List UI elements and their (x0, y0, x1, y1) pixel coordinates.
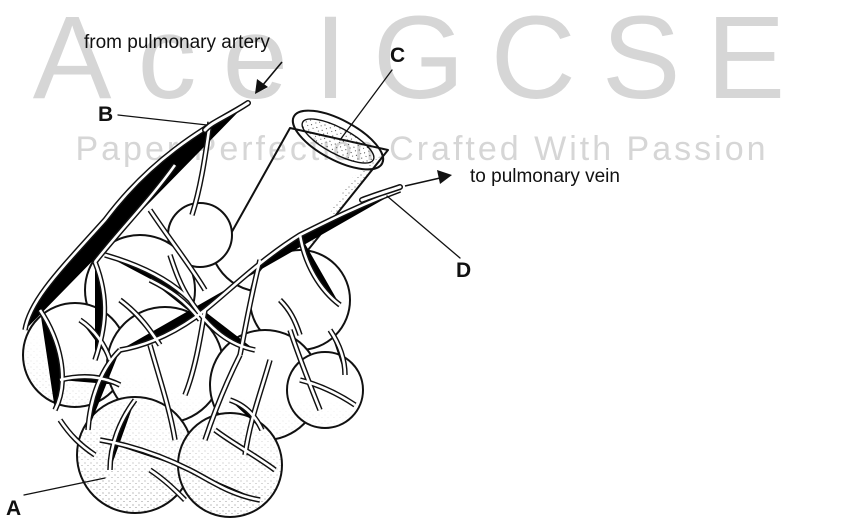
label-c: C (390, 44, 405, 67)
leader-line-d (387, 196, 460, 258)
vein-arrow (405, 170, 452, 186)
watermark: AceIGCSE Paper Perfection,Crafted With P… (33, 0, 812, 168)
vein-annotation: to pulmonary vein (470, 166, 620, 187)
label-b: B (98, 103, 113, 126)
artery-annotation: from pulmonary artery (84, 32, 270, 53)
label-a: A (6, 497, 21, 520)
label-d: D (456, 259, 471, 282)
watermark-main: AceIGCSE (33, 0, 812, 124)
